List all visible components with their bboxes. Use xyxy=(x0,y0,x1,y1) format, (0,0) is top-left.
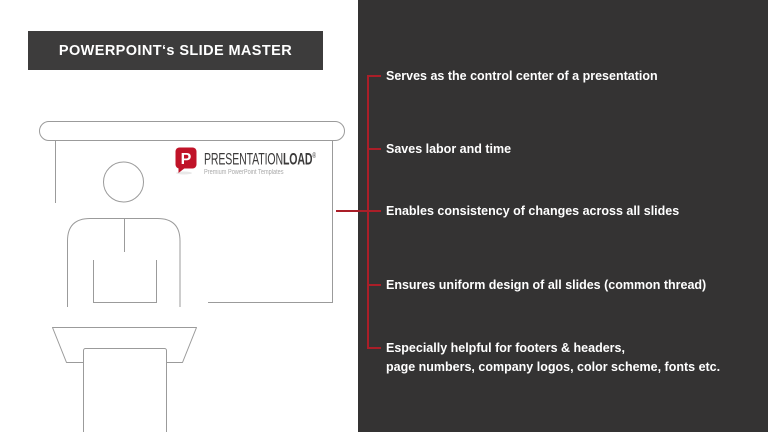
connector-line-from-screen xyxy=(336,210,381,212)
slide-title: POWERPOINT‘s SLIDE MASTER xyxy=(58,42,293,59)
presentationload-logo-icon: P xyxy=(175,147,197,175)
lectern-column xyxy=(83,348,167,432)
bracket-tick-4 xyxy=(367,284,381,286)
slide-title-box: POWERPOINT‘s SLIDE MASTER xyxy=(28,31,323,70)
logo-brand-bold: LOAD xyxy=(282,149,313,169)
bracket-vertical-line xyxy=(367,75,369,349)
bracket-tick-1 xyxy=(367,75,381,77)
bullet-item-5: Especially helpful for footers & headers… xyxy=(386,341,721,374)
content-panel xyxy=(358,0,768,432)
bullet-item-3: Enables consistency of changes across al… xyxy=(386,204,680,218)
presenter-head xyxy=(103,161,144,203)
logo-letter: P xyxy=(181,151,192,168)
registered-mark: ® xyxy=(312,151,316,160)
bullet-item-1: Serves as the control center of a presen… xyxy=(386,69,658,83)
bullet-item-4: Ensures uniform design of all slides (co… xyxy=(386,278,707,292)
presenter-arms xyxy=(93,260,157,303)
logo-tagline: Premium PowerPoint Templates xyxy=(204,168,284,176)
presentationload-logo: P PRESENTATIONLOAD® Premium PowerPoint T… xyxy=(175,147,384,177)
logo-brand-line: PRESENTATIONLOAD® xyxy=(204,147,316,168)
bullet-item-2: Saves labor and time xyxy=(386,142,512,156)
logo-brand-regular: PRESENTATION xyxy=(204,149,283,169)
screen-top-rail xyxy=(39,121,345,141)
logo-text: PRESENTATIONLOAD® Premium PowerPoint Tem… xyxy=(204,147,384,177)
bracket-tick-2 xyxy=(367,148,381,150)
presenter-illustration xyxy=(39,121,345,432)
bracket-tick-5 xyxy=(367,347,381,349)
